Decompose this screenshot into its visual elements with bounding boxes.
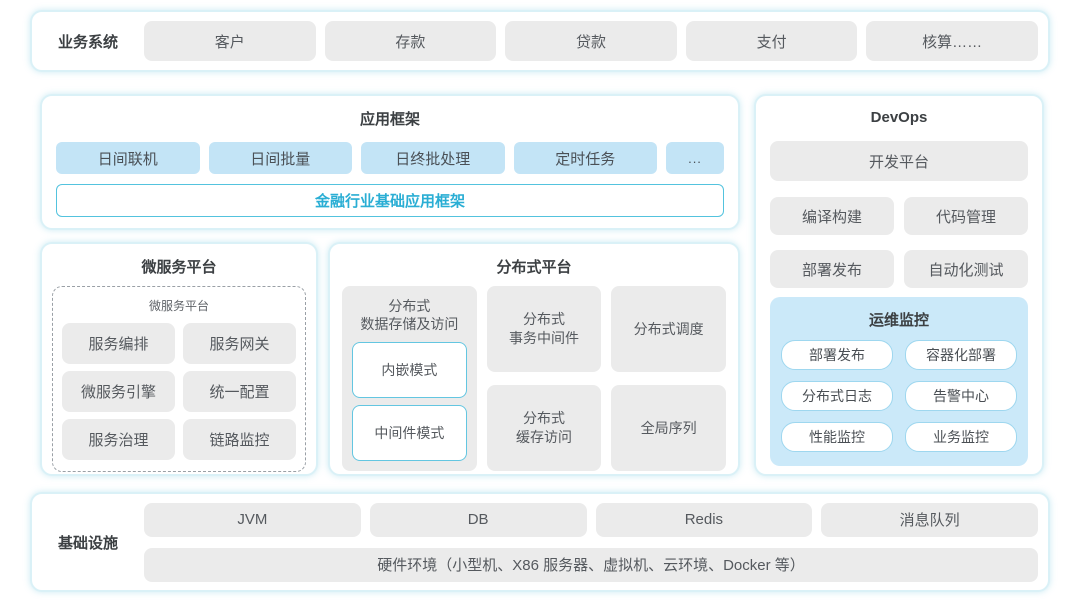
node-automated-testing: 自动化测试 — [904, 250, 1028, 288]
node-global-sequence: 全局序列 — [611, 385, 727, 471]
node-service-governance: 服务治理 — [62, 419, 175, 460]
node-more: ... — [666, 142, 724, 174]
node-accounting: 核算…… — [866, 21, 1038, 61]
node-message-queue: 消息队列 — [821, 502, 1038, 537]
ops-monitoring-grid: 部署发布 容器化部署 分布式日志 告警中心 性能监控 业务监控 — [781, 340, 1017, 452]
node-redis: Redis — [595, 502, 813, 537]
node-distributed-data-storage: 分布式 数据存储及访问 内嵌模式 中间件模式 — [342, 286, 477, 471]
node-middleware-mode: 中间件模式 — [352, 405, 467, 461]
node-jvm: JVM — [144, 502, 361, 537]
node-payment: 支付 — [685, 21, 858, 61]
node-scheduled-task: 定时任务 — [513, 142, 657, 174]
node-unified-config: 统一配置 — [183, 371, 296, 412]
distributed-content: 分布式 数据存储及访问 内嵌模式 中间件模式 分布式 事务中间件 分布式 缓存访… — [342, 286, 727, 471]
node-code-management: 代码管理 — [904, 197, 1028, 235]
node-distributed-cache-access: 分布式 缓存访问 — [486, 385, 602, 471]
node-business-monitoring: 业务监控 — [905, 422, 1017, 452]
devops-grid: 编译构建 代码管理 部署发布 自动化测试 — [770, 197, 1028, 288]
node-containerized-deployment: 容器化部署 — [905, 340, 1017, 370]
microservice-platform-title: 微服务平台 — [141, 259, 217, 276]
node-performance-monitoring: 性能监控 — [781, 422, 893, 452]
infrastructure-content: JVM DB Redis 消息队列 硬件环境（小型机、X86 服务器、虚拟机、云… — [144, 502, 1038, 582]
node-link-monitoring: 链路监控 — [183, 419, 296, 460]
node-deploy-release: 部署发布 — [770, 250, 894, 288]
distributed-storage-title: 分布式 数据存储及访问 — [360, 298, 459, 332]
node-customer: 客户 — [144, 21, 316, 61]
distributed-col-3: 分布式调度 全局序列 — [611, 286, 727, 471]
node-dev-platform: 开发平台 — [770, 141, 1028, 181]
devops-title: DevOps — [870, 109, 928, 126]
node-deposit: 存款 — [324, 21, 497, 61]
node-distributed-scheduling: 分布式调度 — [611, 286, 727, 372]
node-daytime-online: 日间联机 — [56, 142, 200, 174]
microservice-inner-title: 微服务平台 — [148, 299, 209, 313]
node-daytime-batch: 日间批量 — [208, 142, 352, 174]
node-compile-build: 编译构建 — [770, 197, 894, 235]
devops-section: DevOps 开发平台 编译构建 代码管理 部署发布 自动化测试 运维监控 部署… — [754, 94, 1044, 476]
node-distributed-logging: 分布式日志 — [781, 381, 893, 411]
node-embedded-mode: 内嵌模式 — [352, 342, 467, 398]
distributed-platform-section: 分布式平台 分布式 数据存储及访问 内嵌模式 中间件模式 分布式 事务中间件 分… — [328, 242, 740, 476]
node-microservice-engine: 微服务引擎 — [62, 371, 175, 412]
node-alert-center: 告警中心 — [905, 381, 1017, 411]
distributed-col-2: 分布式 事务中间件 分布式 缓存访问 — [486, 286, 602, 471]
business-systems-label: 业务系统 — [57, 33, 118, 51]
microservice-inner-box: 微服务平台 服务编排 服务网关 微服务引擎 统一配置 服务治理 链路监控 — [52, 286, 306, 472]
business-systems-row: 客户 存款 贷款 支付 核算…… — [144, 21, 1038, 61]
infrastructure-row: JVM DB Redis 消息队列 — [144, 502, 1038, 537]
infrastructure-label: 基础设施 — [57, 534, 118, 552]
microservice-grid: 服务编排 服务网关 微服务引擎 统一配置 服务治理 链路监控 — [62, 323, 296, 460]
app-framework-row: 日间联机 日间批量 日终批处理 定时任务 ... — [56, 142, 724, 174]
ops-monitoring-title: 运维监控 — [868, 312, 929, 329]
infrastructure-section: 基础设施 JVM DB Redis 消息队列 硬件环境（小型机、X86 服务器、… — [30, 492, 1050, 592]
node-eod-batch-processing: 日终批处理 — [361, 142, 505, 174]
node-hardware-environment: 硬件环境（小型机、X86 服务器、虚拟机、云环境、Docker 等） — [144, 547, 1038, 582]
microservice-platform-section: 微服务平台 微服务平台 服务编排 服务网关 微服务引擎 统一配置 服务治理 链路… — [40, 242, 318, 476]
business-systems-section: 业务系统 客户 存款 贷款 支付 核算…… — [30, 10, 1050, 72]
node-db: DB — [369, 502, 587, 537]
node-ops-deploy-release: 部署发布 — [781, 340, 893, 370]
node-service-orchestration: 服务编排 — [62, 323, 175, 364]
node-distributed-transaction-middleware: 分布式 事务中间件 — [486, 286, 602, 372]
node-loan: 贷款 — [505, 21, 677, 61]
node-service-gateway: 服务网关 — [183, 323, 296, 364]
distributed-platform-title: 分布式平台 — [496, 259, 572, 276]
app-framework-section: 应用框架 日间联机 日间批量 日终批处理 定时任务 ... 金融行业基础应用框架 — [40, 94, 740, 230]
node-finance-base-framework: 金融行业基础应用框架 — [56, 184, 724, 217]
ops-monitoring-panel: 运维监控 部署发布 容器化部署 分布式日志 告警中心 性能监控 业务监控 — [770, 297, 1028, 466]
app-framework-title: 应用框架 — [359, 111, 420, 128]
